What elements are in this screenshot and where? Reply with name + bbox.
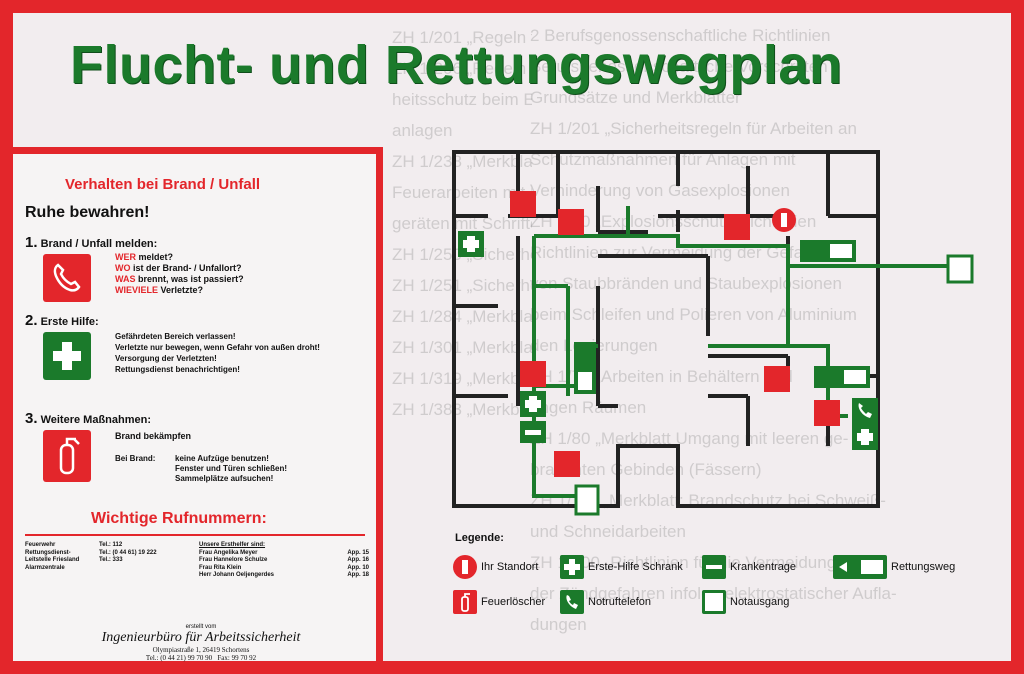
plan-emergency-phone bbox=[852, 398, 878, 424]
page-title: Flucht- und Rettungswegplan bbox=[70, 35, 843, 95]
fire-extinguisher-icon bbox=[453, 590, 477, 614]
stretcher-icon bbox=[702, 555, 726, 579]
background-bleed-text-mid: ZH 1/201 „Regeln für die Ausrüstung vonZ… bbox=[392, 28, 532, 419]
plan-escape-route-signs bbox=[574, 240, 870, 394]
emergency-exit-icon bbox=[702, 590, 726, 614]
legend-item-you-are-here: Ihr Standort bbox=[453, 555, 538, 579]
floor-plan bbox=[452, 150, 974, 516]
legend-item-escape-route: Rettungsweg bbox=[833, 555, 955, 579]
legend-item-emergency-phone: Notruftelefon bbox=[560, 590, 651, 614]
first-aiders: Unsere Ersthelfer sind: Frau Angelika Me… bbox=[199, 542, 369, 578]
fire-extinguisher-icon bbox=[43, 430, 91, 482]
plan-emergency-exits bbox=[574, 254, 974, 516]
fire-rules: Bei Brand: keine Aufzüge benutzen!Fenste… bbox=[115, 454, 288, 483]
first-aid-cabinet-icon bbox=[560, 555, 584, 579]
panel-title: Verhalten bei Brand / Unfall bbox=[65, 176, 261, 193]
first-aid-cross-icon bbox=[43, 332, 91, 380]
stay-calm-heading: Ruhe bewahren! bbox=[25, 204, 150, 221]
first-aid-steps: Gefährdeten Bereich verlassen!Verletzte … bbox=[115, 332, 320, 374]
fight-fire-text: Brand bekämpfen bbox=[115, 431, 192, 441]
report-questions: WER meldet? WO ist der Brand- / Unfallor… bbox=[115, 252, 244, 295]
legend-item-first-aid-cabinet: Erste-Hilfe Schrank bbox=[560, 555, 683, 579]
emergency-phone-icon bbox=[560, 590, 584, 614]
legend-title: Legende: bbox=[455, 532, 504, 544]
creator-block: erstellt vom Ingenieurbüro für Arbeitssi… bbox=[101, 624, 301, 662]
plan-first-aid-cabinets bbox=[458, 231, 878, 450]
step-3-heading: 3. Weitere Maßnahmen: bbox=[25, 410, 152, 427]
plan-fire-extinguishers bbox=[510, 191, 840, 477]
legend-item-emergency-exit: Notausgang bbox=[702, 590, 789, 614]
phone-icon bbox=[43, 254, 91, 302]
instructions-panel: Verhalten bei Brand / Unfall Ruhe bewahr… bbox=[13, 147, 383, 662]
legend-item-stretcher: Krankentrage bbox=[702, 555, 796, 579]
divider bbox=[25, 534, 365, 536]
step-2-heading: 2. Erste Hilfe: bbox=[25, 312, 99, 329]
escape-route-icon bbox=[833, 555, 887, 579]
step-1-heading: 1. Brand / Unfall melden: bbox=[25, 234, 158, 251]
plan-stretcher bbox=[520, 421, 546, 443]
legend-item-fire-extinguisher: Feuerlöscher bbox=[453, 590, 545, 614]
phone-numbers-title: Wichtige Rufnummern: bbox=[91, 510, 267, 527]
plan-you-are-here-marker bbox=[772, 208, 796, 232]
phone-numbers: Tel.: 112 Tel.: (0 44 61) 19 222 Tel.: 3… bbox=[99, 542, 157, 563]
plan-outer-walls bbox=[452, 150, 880, 508]
phone-labels: Feuerwehr Rettungsdienst-Leitstelle Frie… bbox=[25, 542, 80, 571]
you-are-here-icon bbox=[453, 555, 477, 579]
